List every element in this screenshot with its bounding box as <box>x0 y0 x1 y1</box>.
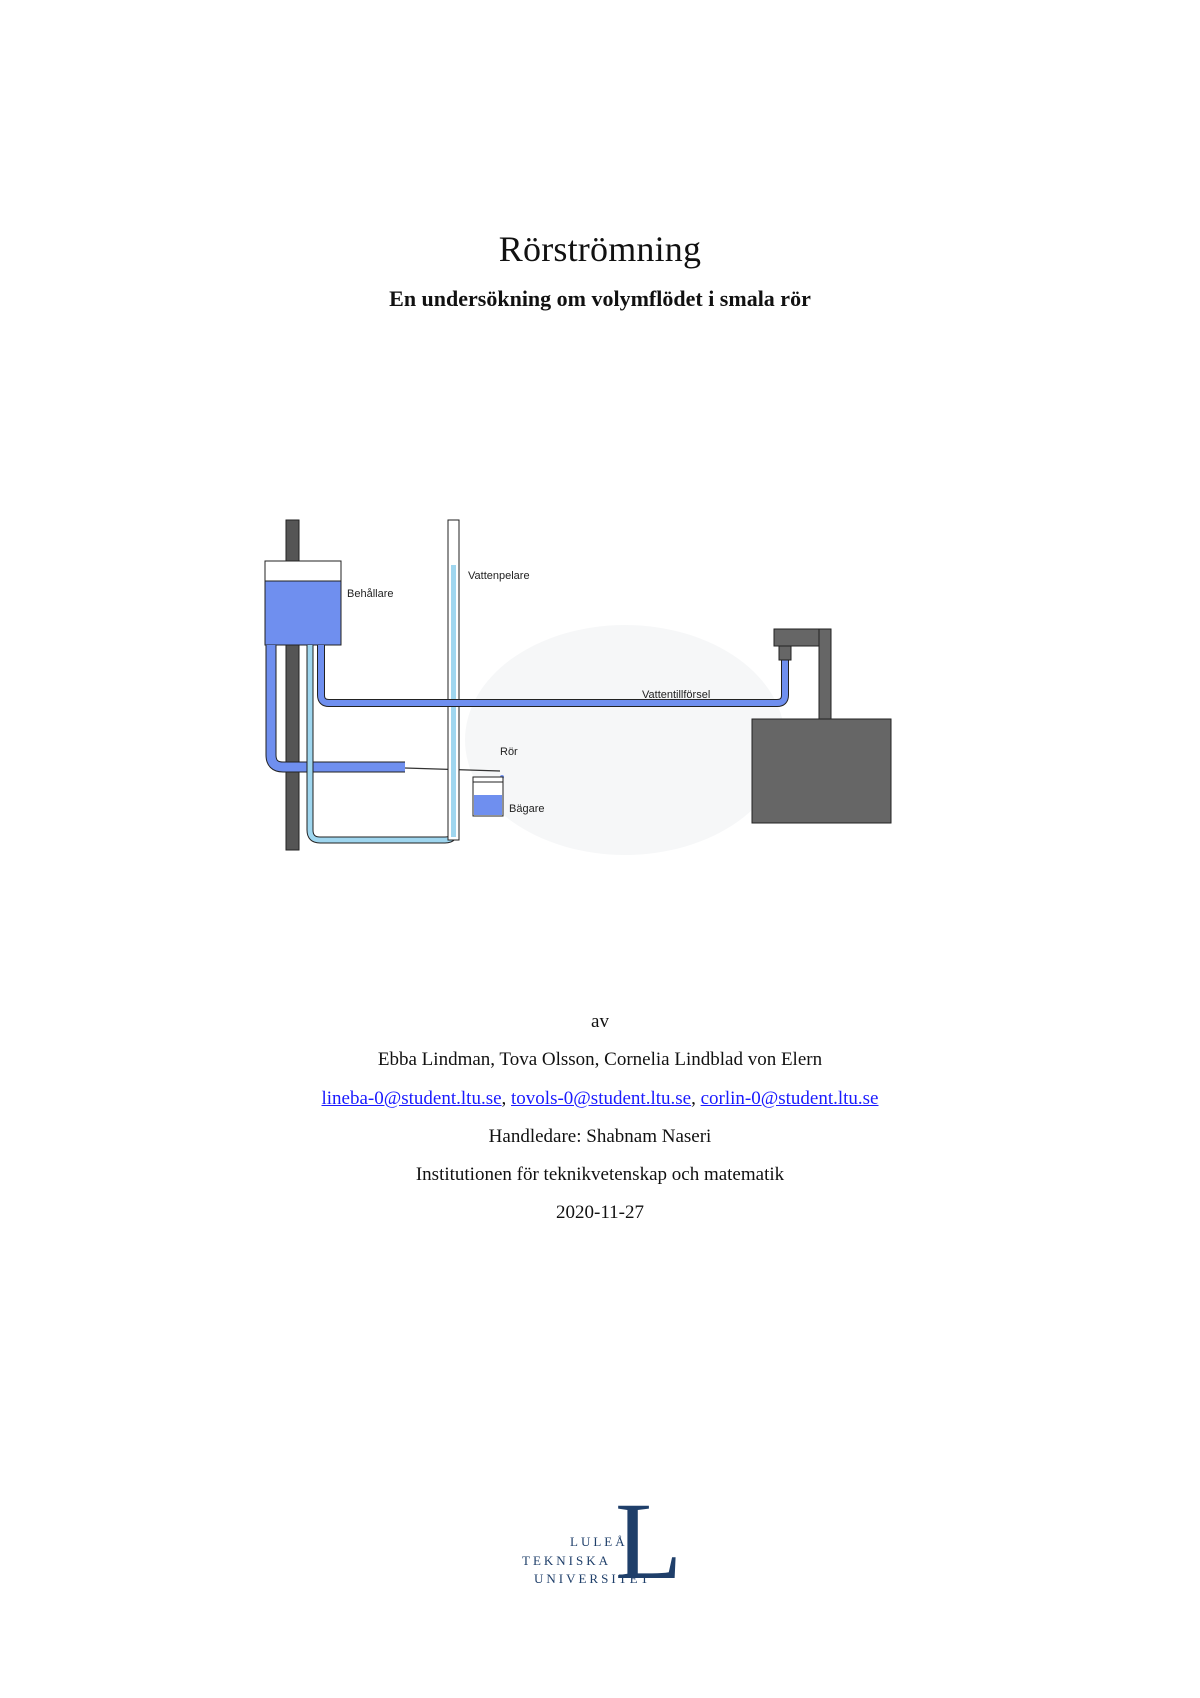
email-separator: , <box>691 1088 701 1109</box>
water-supply-box <box>751 718 892 824</box>
authors: Ebba Lindman, Tova Olsson, Cornelia Lind… <box>377 1049 823 1070</box>
faucet-spout <box>778 645 792 661</box>
document-title: Rörströmning <box>498 229 702 269</box>
faucet-post <box>818 628 832 720</box>
supply-pipe-fill <box>318 645 788 706</box>
beaker-water <box>474 795 502 815</box>
label-vattenpelare: Vattenpelare <box>468 570 530 582</box>
email-link-tovols[interactable]: tovols-0@student.ltu.se <box>511 1088 692 1109</box>
logo-line-tekniska: TEKNISKA <box>522 1553 611 1568</box>
ltu-logo-mark: L LULEÅ TEKNISKA UNIVERSITET <box>522 1480 682 1602</box>
label-ror: Rör <box>500 746 518 758</box>
faucet-head <box>773 628 820 647</box>
logo-letter: L <box>615 1480 682 1600</box>
logo-line-universitet: UNIVERSITET <box>534 1571 652 1586</box>
experiment-setup-diagram: Behållare Vattenpelare Vattentillförsel … <box>264 519 892 855</box>
email-link-lineba[interactable]: lineba-0@student.ltu.se <box>321 1088 502 1109</box>
background-watermark <box>465 625 785 855</box>
label-vattentillforsel: Vattentillförsel <box>642 689 710 701</box>
university-logo: L LULEÅ TEKNISKA UNIVERSITET <box>510 1480 710 1602</box>
logo-line-lulea: LULEÅ <box>570 1534 628 1549</box>
container-top <box>264 560 342 582</box>
byline-av: av <box>591 1011 609 1032</box>
email-separator: , <box>501 1088 512 1109</box>
supervisor: Handledare: Shabnam Naseri <box>488 1126 712 1147</box>
label-bagare: Bägare <box>509 803 544 815</box>
institution: Institutionen för teknikvetenskap och ma… <box>415 1164 785 1185</box>
document-subtitle: En undersökning om volymflödet i smala r… <box>389 286 811 311</box>
author-emails: lineba-0@student.ltu.se, tovols-0@studen… <box>0 1087 1200 1111</box>
experiment-setup-figure: Behållare Vattenpelare Vattentillförsel … <box>255 505 965 885</box>
container-outlet-pipe-fill <box>266 645 405 772</box>
container-water <box>264 580 342 646</box>
document-date: 2020-11-27 <box>556 1202 644 1223</box>
beaker-rim <box>472 776 504 783</box>
label-behallare: Behållare <box>347 588 393 600</box>
email-link-corlin[interactable]: corlin-0@student.ltu.se <box>700 1088 879 1109</box>
